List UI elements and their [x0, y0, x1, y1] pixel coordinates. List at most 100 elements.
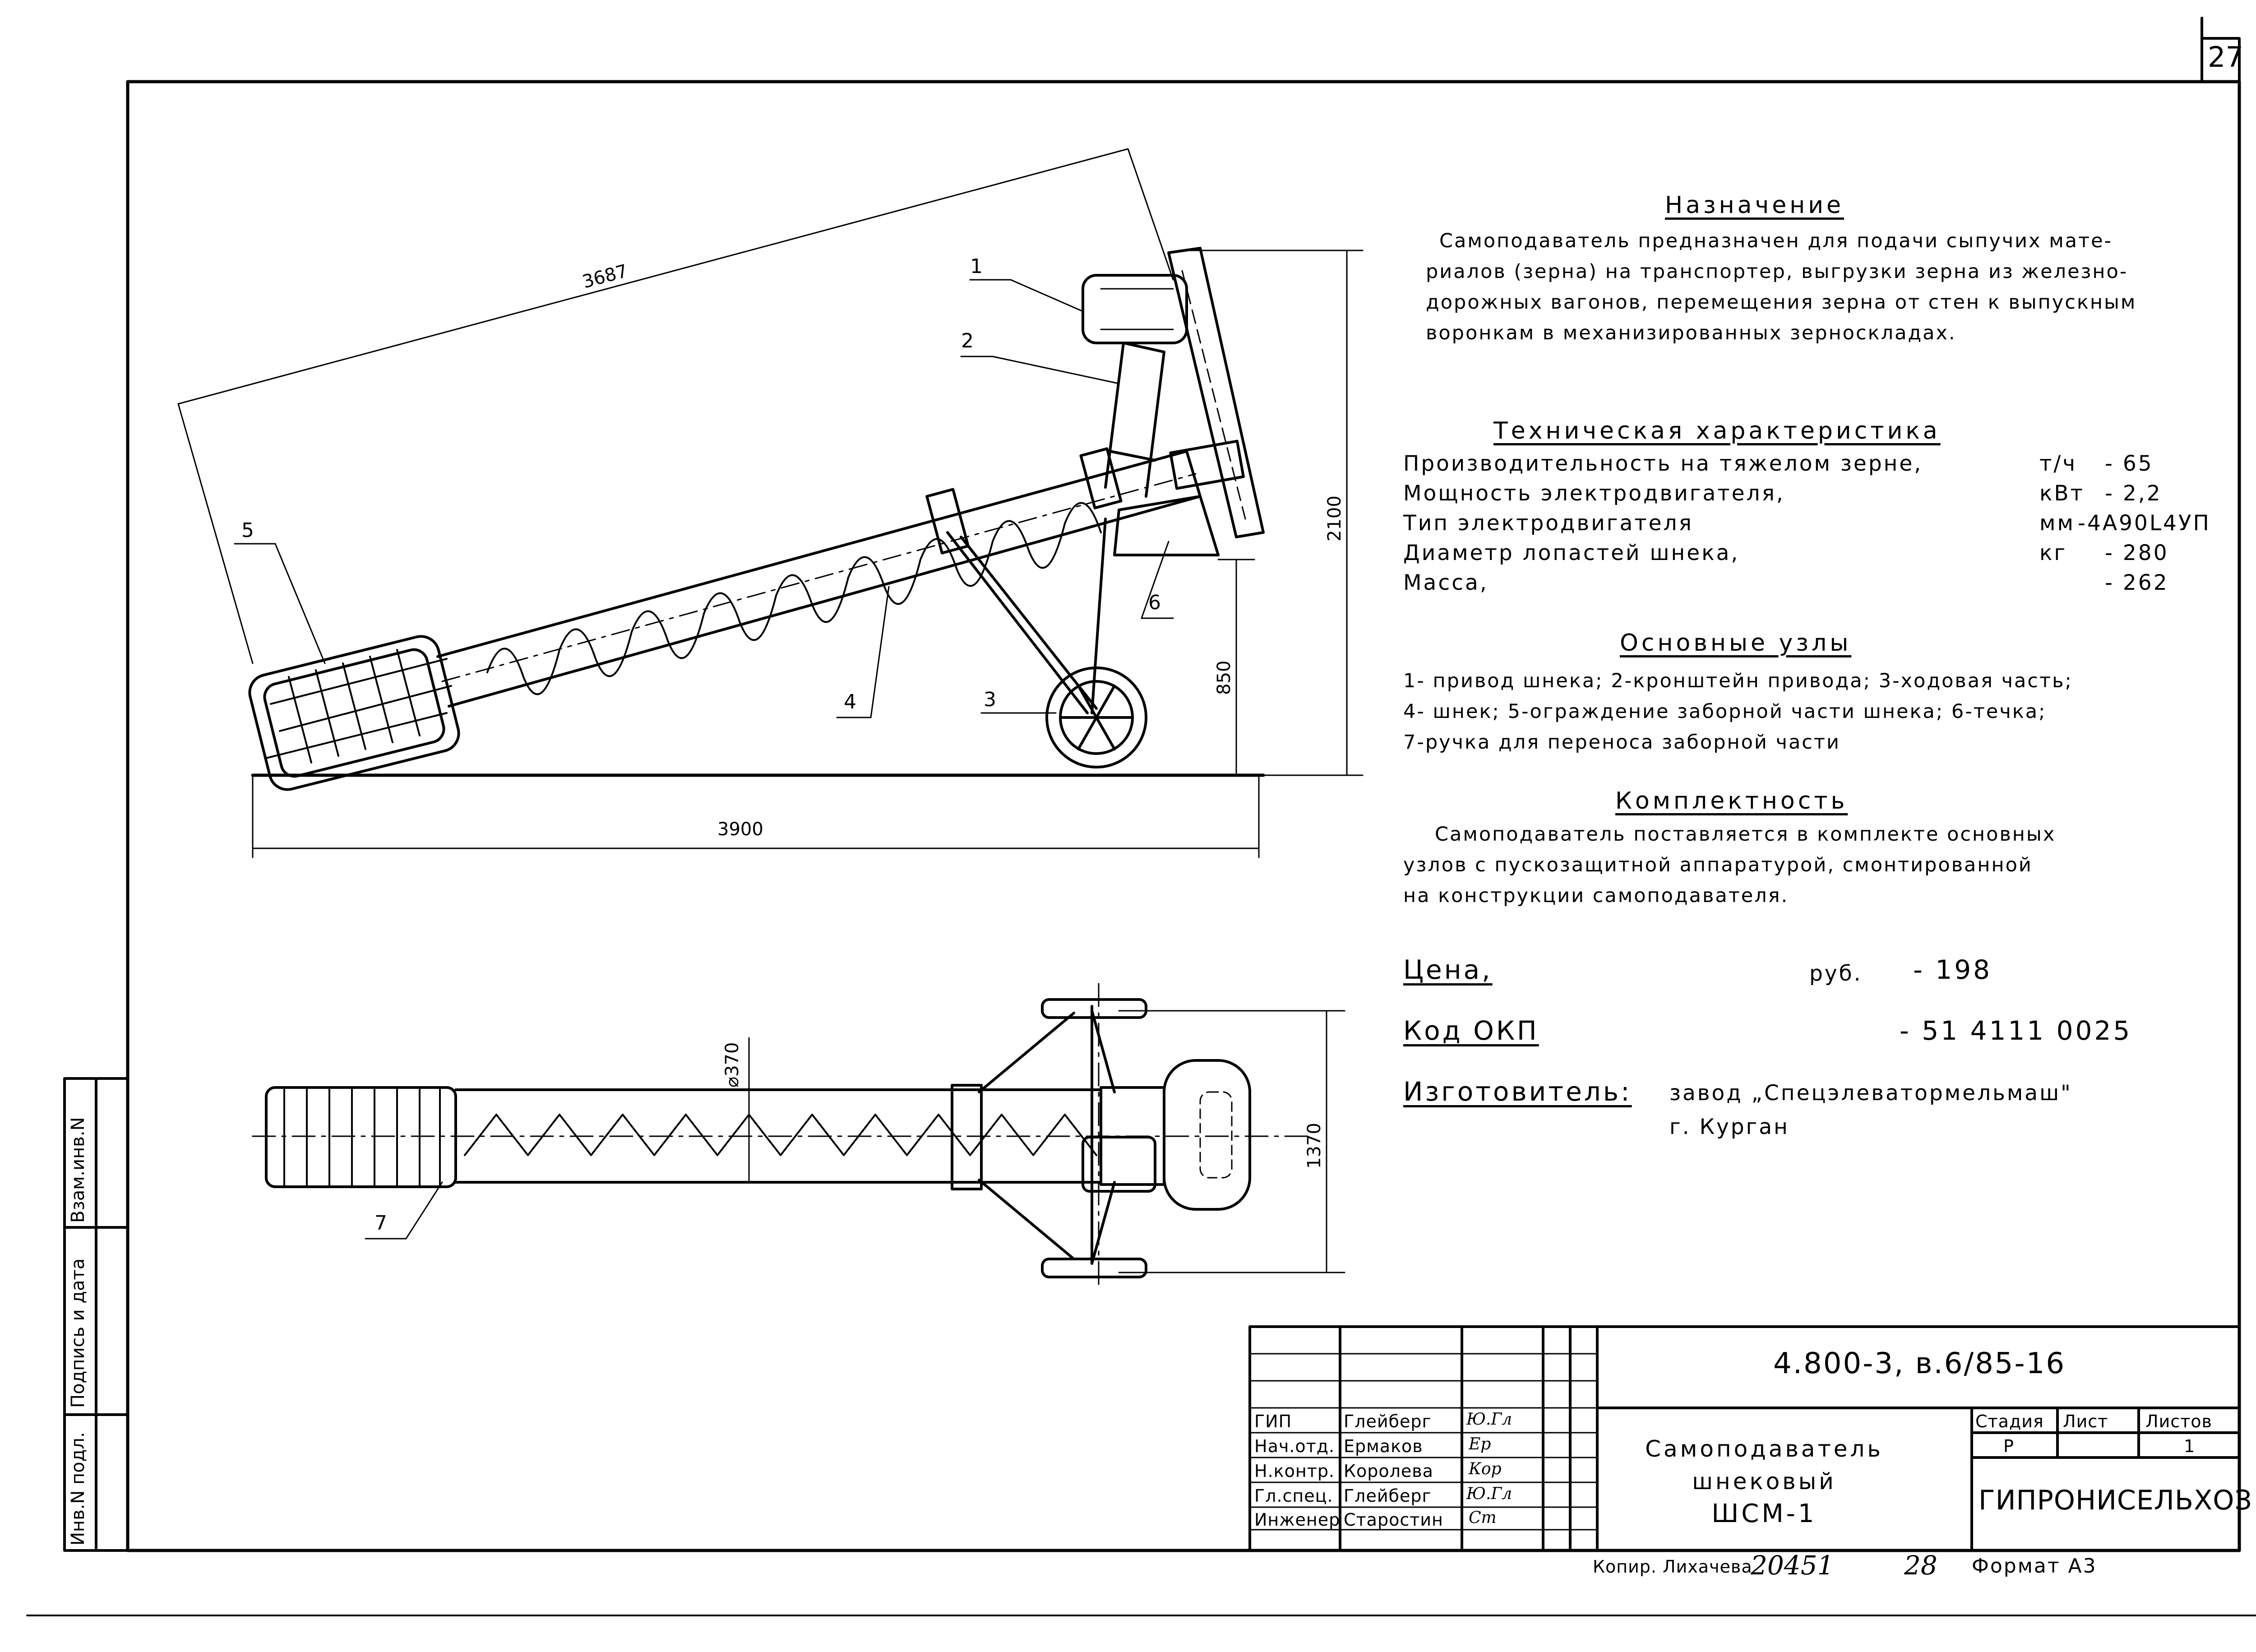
dim-3900-label: 3900 [717, 819, 763, 840]
belt-guard [1167, 247, 1265, 538]
spec-value: - 262 [2105, 570, 2169, 595]
staff-name: Королева [1344, 1461, 1433, 1481]
callout-6: 6 [1148, 591, 1161, 614]
spec-value: - 280 [2105, 541, 2169, 565]
specs-units: т/ч кВт мм кг [2039, 449, 2085, 568]
drive-bracket [1104, 342, 1165, 498]
staff-role: Н.контр. [1254, 1461, 1335, 1481]
wheel [1045, 666, 1147, 768]
price-value: - 198 [1913, 954, 1992, 985]
staff-signature: Ю.Гл [1466, 1485, 1512, 1503]
units-text: 1- привод шнека; 2-кронштейн привода; 3-… [1403, 666, 2073, 758]
discharge-chute [1113, 495, 1220, 556]
page-number-box [2201, 37, 2241, 83]
product-name-line: Самоподаватель [1645, 1436, 1883, 1462]
auger-tube [436, 450, 1202, 708]
callout-3: 3 [984, 688, 996, 711]
callout-2: 2 [961, 329, 974, 352]
staff-signature: Ю.Гл [1466, 1410, 1512, 1429]
staff-name: Ермаков [1344, 1436, 1423, 1456]
dim-850 [1217, 559, 1255, 776]
strip-inv-no: Инв.N подл. [68, 1432, 88, 1546]
outer-frame [126, 80, 2241, 1552]
footer-copier: Копир. Лихачева [1593, 1557, 1752, 1577]
staff-role: Инженер [1254, 1510, 1341, 1530]
completeness-line: узлов с пускозащитной аппаратурой, смонт… [1403, 854, 2033, 876]
maker-label: Изготовитель: [1403, 1076, 1632, 1107]
stage-header-sheet: Лист [2063, 1411, 2108, 1431]
specs-values: - 65 - 2,2 -4А90L4УП - 280 - 262 [2078, 449, 2211, 598]
left-strip [63, 1077, 129, 1552]
product-name-line: ШСМ-1 [1711, 1499, 1817, 1528]
auger-spiral-top [464, 1114, 1097, 1156]
purpose-line: риалов (зерна) на транспортер, выгрузки … [1426, 260, 2128, 283]
product-name-line: шнековый [1692, 1468, 1836, 1495]
maker-line1: завод „Спецэлеватормельмаш" [1669, 1081, 2072, 1106]
dim-1370 [1118, 1010, 1345, 1273]
completeness-line: Самоподаватель поставляется в комплекте … [1435, 823, 2056, 846]
staff-signature: Кор [1469, 1460, 1502, 1478]
pulley-top [1163, 1059, 1251, 1211]
dim-850-label: 850 [1214, 660, 1234, 695]
drive-motor [1082, 274, 1188, 344]
staff-role: Нач.отд. [1254, 1436, 1335, 1456]
staff-signature: Ст [1469, 1509, 1497, 1527]
drive-motor-top [1082, 1136, 1156, 1193]
price-label: Цена, [1403, 954, 1493, 985]
completeness-text: Самоподаватель поставляется в комплекте … [1403, 819, 2056, 911]
top-view [252, 983, 1345, 1291]
page-number: 27 [2208, 41, 2243, 74]
intake-guard-top [265, 1086, 457, 1188]
staff-signature: Ер [1469, 1435, 1491, 1453]
purpose-line: воронкам в механизированных зерноскладах… [1426, 322, 1956, 344]
price-unit: руб. [1809, 961, 1863, 986]
units-line: 7-ручка для переноса заборной части [1403, 731, 1840, 754]
spec-unit: кВт [2039, 481, 2085, 506]
sheets-value: 1 [2184, 1436, 2196, 1456]
maker-line2: г. Курган [1669, 1115, 1789, 1139]
callout-1: 1 [970, 255, 983, 278]
staff-name: Глейберг [1344, 1486, 1432, 1506]
staff-role: Гл.спец. [1254, 1486, 1333, 1506]
callout-7: 7 [374, 1212, 387, 1235]
staff-role: ГИП [1254, 1411, 1292, 1431]
callout-4: 4 [844, 690, 856, 713]
spec-label: Диаметр лопастей шнека, [1403, 541, 1740, 565]
callout-5: 5 [241, 519, 254, 542]
support-clamp [925, 488, 970, 555]
strip-sign-date: Подпись и дата [68, 1258, 88, 1408]
dim-1370-label: 1370 [1304, 1123, 1325, 1169]
purpose-line: дорожных вагонов, перемещения зерна от с… [1426, 291, 2137, 314]
doc-code: 4.800-3, в.6/85-16 [1773, 1347, 2066, 1380]
spec-label: Тип электродвигателя [1403, 511, 1693, 536]
specs-labels: Производительность на тяжелом зерне, Мощ… [1403, 449, 1923, 598]
dim-2100 [1186, 250, 1364, 776]
footer-number: 20451 [1751, 1550, 1834, 1581]
footer-count: 28 [1904, 1550, 1937, 1581]
spec-label: Мощность электродвигателя, [1403, 481, 1785, 506]
title-block-grid [1248, 1325, 2241, 1552]
side-view [177, 148, 1364, 858]
spec-label: Масса, [1403, 570, 1489, 595]
stage-header-stage: Стадия [1975, 1411, 2044, 1431]
spec-value: -4А90L4УП [2078, 511, 2211, 536]
wheel-top-upper [1041, 998, 1147, 1019]
units-line: 1- привод шнека; 2-кронштейн привода; 3-… [1403, 670, 2073, 692]
purpose-text: Самоподаватель предназначен для подачи с… [1426, 226, 2136, 348]
purpose-title: Назначение [1665, 192, 1844, 219]
leaders-side [234, 279, 1174, 718]
spec-value: - 65 [2105, 451, 2154, 476]
auger-spiral [486, 502, 1102, 695]
completeness-line: на конструкции самоподавателя. [1403, 884, 1789, 907]
spec-unit: кг [2039, 541, 2067, 565]
wheel-bottom-lower [1041, 1258, 1147, 1278]
dim-2100-label: 2100 [1324, 495, 1345, 541]
okp-value: - 51 4111 0025 [1900, 1015, 2132, 1046]
specs-title: Техническая характеристика [1493, 417, 1941, 444]
spec-unit: т/ч [2039, 451, 2077, 476]
dim-3687 [177, 148, 1174, 664]
units-title: Основные узлы [1620, 629, 1852, 657]
purpose-line: Самоподаватель предназначен для подачи с… [1439, 230, 2113, 252]
okp-label: Код ОКП [1403, 1015, 1539, 1046]
